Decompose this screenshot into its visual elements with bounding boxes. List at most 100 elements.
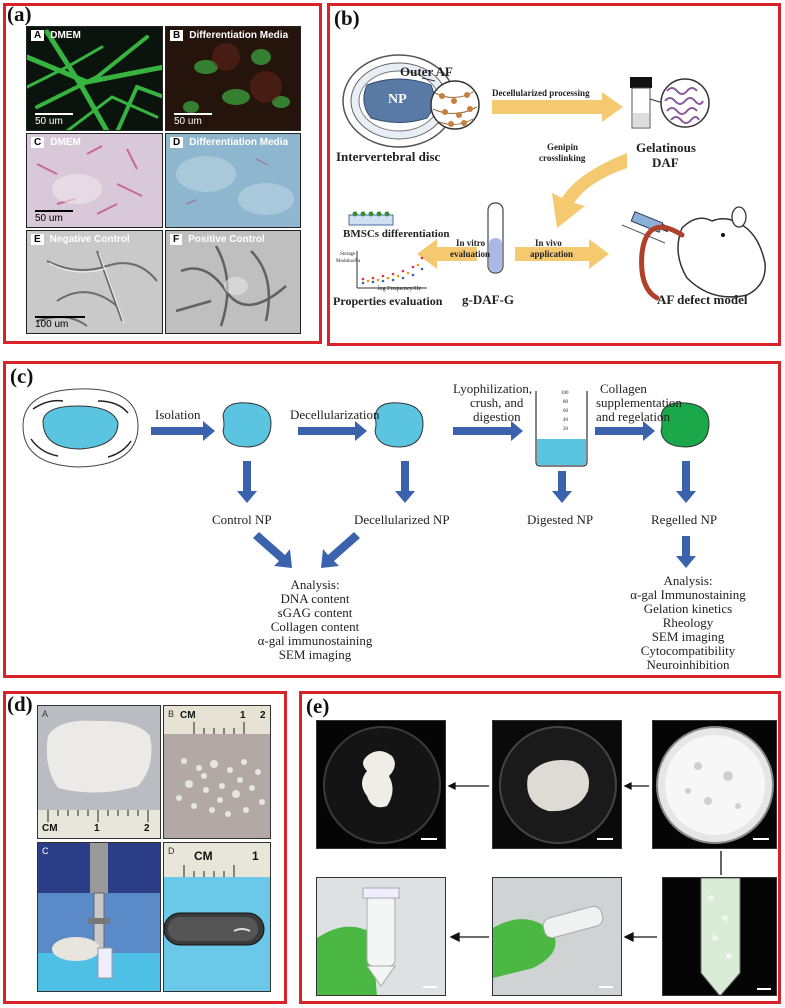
analysis-right-item: Analysis:	[663, 573, 713, 588]
outer-af-label: Outer AF	[400, 64, 453, 79]
powder-filled-tube	[700, 878, 771, 995]
panel-b-label: (b)	[334, 6, 360, 30]
af-defect-model-label: AF defect model	[657, 292, 748, 307]
regelled-np-shape	[660, 402, 710, 448]
analysis-right-item: SEM imaging	[651, 629, 725, 644]
panel-c-label: (c)	[10, 364, 34, 388]
micrograph-f-title: F Positive Control	[170, 234, 265, 245]
photo-e-gel-dish	[492, 720, 622, 849]
beaker-tick-40: 40	[563, 418, 568, 423]
ruler-b-1: 1	[240, 710, 246, 721]
analysis-right-item: Cytocompatibility	[640, 643, 736, 658]
scale-text: 100 um	[35, 319, 69, 330]
phase-contrast-cells	[36, 250, 158, 327]
control-np-shape	[222, 402, 272, 448]
photo-letter: B	[168, 709, 175, 719]
scale-text: 50 um	[174, 116, 202, 127]
in-vivo-label-2: application	[530, 249, 574, 259]
analysis-right-item: α-gal Immunostaining	[630, 587, 746, 602]
tile-title: Differentiation Media	[189, 137, 289, 148]
ruler-b-2: 2	[260, 710, 266, 721]
lyophilization-label-1: Lyophilization,	[453, 381, 533, 396]
analysis-right-item: Neuroinhibition	[646, 657, 730, 672]
inverted-tube-in-glove	[317, 887, 437, 995]
process-arrow	[492, 92, 623, 122]
gel-in-dish	[499, 726, 617, 844]
diagonal-flow-arrows	[253, 532, 360, 568]
photo-e-tube-inversion	[492, 877, 622, 996]
plot-ylabel-1: Storage	[340, 252, 356, 257]
tile-letter: C	[31, 137, 45, 148]
scale-bar: 50 um	[35, 210, 73, 224]
collagen-label-3: and regelation	[596, 409, 670, 424]
scale-text: 50 um	[35, 116, 63, 127]
tile-letter: E	[31, 234, 44, 245]
gelatinous-daf-vial-icon	[630, 77, 710, 129]
genipin-label-2: crosslinking	[539, 153, 586, 163]
photo-letter: C	[42, 846, 49, 856]
pink-stain-texture	[36, 145, 143, 215]
collagen-label-1: Collagen	[600, 381, 647, 396]
lyophilization-label-3: digestion	[473, 409, 521, 424]
tissue-on-ruler	[38, 720, 160, 838]
photo-d-b-fragments: B CM 1 2	[163, 705, 271, 839]
tile-letter: D	[170, 137, 184, 148]
storage-modulus-plot	[356, 251, 427, 289]
panel-e-label: (e)	[306, 694, 330, 718]
decellularization-label: Decellularization	[290, 407, 380, 422]
plot-ylabel-2: Modulus/Pa	[336, 259, 361, 264]
regelled-np-label: Regelled NP	[651, 512, 718, 527]
photo-d-a-tissue: A CM 1 2	[37, 705, 161, 839]
ruler-a-1: 1	[94, 823, 100, 834]
panel-a-label: (a)	[7, 2, 32, 26]
tube-held-sideways	[493, 905, 613, 988]
in-vivo-arrow	[515, 239, 609, 269]
digested-np-label: Digested NP	[527, 512, 594, 527]
analysis-left-item: sGAG content	[277, 605, 353, 620]
scale-text: 50 um	[35, 213, 63, 224]
analysis-right-list: Analysis: α-gal Immunostaining Gelation …	[618, 574, 758, 672]
panel-c-flowchart	[22, 388, 710, 568]
tile-title: Positive Control	[188, 234, 265, 245]
in-vitro-label-2: evaluation	[450, 249, 491, 259]
micrograph-e-negative-control: E Negative Control 100 um	[26, 230, 163, 334]
beaker-tick-100: 100	[561, 391, 569, 396]
phase-contrast-cells	[175, 245, 287, 327]
ruler-a-2: 2	[144, 823, 150, 834]
scale-bar: 100 um	[35, 316, 85, 330]
photo-e-gel-tube	[316, 877, 446, 996]
micrograph-d-differentiation-stain: D Differentiation Media	[165, 133, 301, 228]
blue-stain-texture	[176, 156, 294, 215]
beaker-tick-60: 60	[563, 409, 568, 414]
homogenizer-scene	[38, 843, 160, 991]
analysis-left-item: DNA content	[280, 591, 350, 606]
tile-title: Negative Control	[49, 234, 130, 245]
rat-icon	[639, 206, 766, 301]
tissue-in-dish	[323, 726, 441, 844]
collagen-label-2: supplementation	[596, 395, 682, 410]
properties-evaluation-label: Properties evaluation	[333, 294, 443, 308]
tile-title: Differentiation Media	[189, 30, 289, 41]
beaker-icon	[535, 391, 588, 467]
gelatinous-daf-label-1: Gelatinous	[636, 140, 696, 155]
tile-title: DMEM	[50, 30, 81, 41]
photo-d-c-homogenizer: C	[37, 842, 161, 992]
photo-d-d-gel-tube: D CM 1	[163, 842, 271, 992]
micrograph-f-positive-control: F Positive Control	[165, 230, 301, 334]
whole-disc-icon	[22, 388, 139, 468]
powder-in-dish	[656, 726, 774, 844]
photo-e-tissue-dish	[316, 720, 446, 849]
dim-fluorescence-cells	[183, 43, 290, 113]
analysis-left-item: SEM imaging	[278, 647, 352, 662]
tile-title: DMEM	[50, 137, 81, 148]
in-vivo-label-1: In vivo	[535, 238, 562, 248]
tile-letter: F	[170, 234, 183, 245]
micrograph-c-title: C DMEM	[31, 137, 81, 148]
bmscs-label: BMSCs differentiation	[343, 228, 450, 240]
analysis-right-item: Gelation kinetics	[643, 601, 733, 616]
beaker-tick-20: 20	[563, 427, 568, 432]
scale-bar: 50 um	[35, 113, 73, 127]
